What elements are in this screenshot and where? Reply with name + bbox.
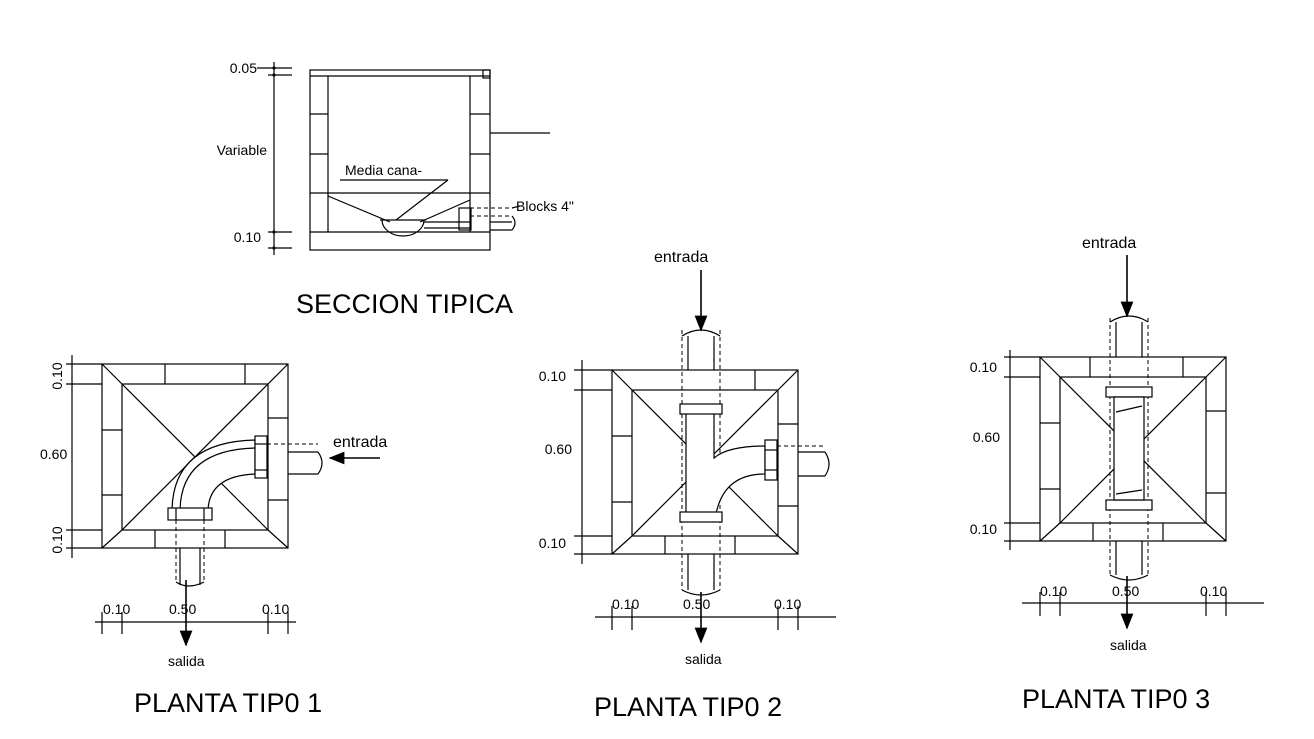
- plan-type-1: 0.10 0.60 0.10 0.10 0.50 0.10 entrada sa…: [40, 355, 387, 718]
- title-planta-tipo-3: PLANTA TIP0 3: [1022, 684, 1210, 714]
- section-dim-variable: Variable: [217, 142, 268, 158]
- plan2-dim-bottom: 0.10: [539, 535, 566, 551]
- title-seccion-tipica: SECCION TIPICA: [296, 289, 513, 319]
- plan1-dim-top: 0.10: [49, 362, 65, 389]
- plan1-dim-bottom: 0.10: [49, 526, 65, 553]
- plan2-inlet-label: entrada: [654, 249, 708, 266]
- plan1-inlet-label: entrada: [333, 434, 387, 451]
- plan3-dim-mid: 0.60: [973, 429, 1000, 445]
- plan-type-3: 0.10 0.60 0.10 0.10 0.50 0.10 entrada sa…: [970, 235, 1264, 714]
- section-dim-top: 0.05: [230, 60, 257, 76]
- section-dim-bottom: 0.10: [234, 229, 261, 245]
- title-planta-tipo-1: PLANTA TIP0 1: [134, 688, 322, 718]
- plan1-dim-mid: 0.60: [40, 446, 67, 462]
- plan3-inlet-label: entrada: [1082, 235, 1136, 252]
- plan2-dim-right: 0.10: [774, 596, 801, 612]
- plan2-dim-center: 0.50: [683, 596, 710, 612]
- plan3-dim-top: 0.10: [970, 359, 997, 375]
- plan3-dim-left: 0.10: [1040, 583, 1067, 599]
- plan3-outlet-label: salida: [1110, 637, 1147, 653]
- plan-type-2: 0.10 0.60 0.10 0.10 0.50 0.10 entrada sa…: [539, 249, 836, 722]
- plan1-dim-right: 0.10: [262, 601, 289, 617]
- plan2-dim-left: 0.10: [612, 596, 639, 612]
- label-media-cana: Media cana-: [345, 162, 422, 178]
- plan1-dim-center: 0.50: [169, 601, 196, 617]
- plan2-dim-mid: 0.60: [545, 441, 572, 457]
- plan3-dim-center: 0.50: [1112, 583, 1139, 599]
- plan1-dim-left: 0.10: [103, 601, 130, 617]
- plan3-dim-right: 0.10: [1200, 583, 1227, 599]
- section-view: 0.05 Variable 0.10 Media cana- Blocks 4"…: [217, 60, 574, 319]
- plan3-dim-bottom: 0.10: [970, 521, 997, 537]
- title-planta-tipo-2: PLANTA TIP0 2: [594, 692, 782, 722]
- plan2-outlet-label: salida: [685, 651, 722, 667]
- label-blocks: Blocks 4": [516, 198, 574, 214]
- plan2-dim-top: 0.10: [539, 368, 566, 384]
- plan1-outlet-label: salida: [168, 653, 205, 669]
